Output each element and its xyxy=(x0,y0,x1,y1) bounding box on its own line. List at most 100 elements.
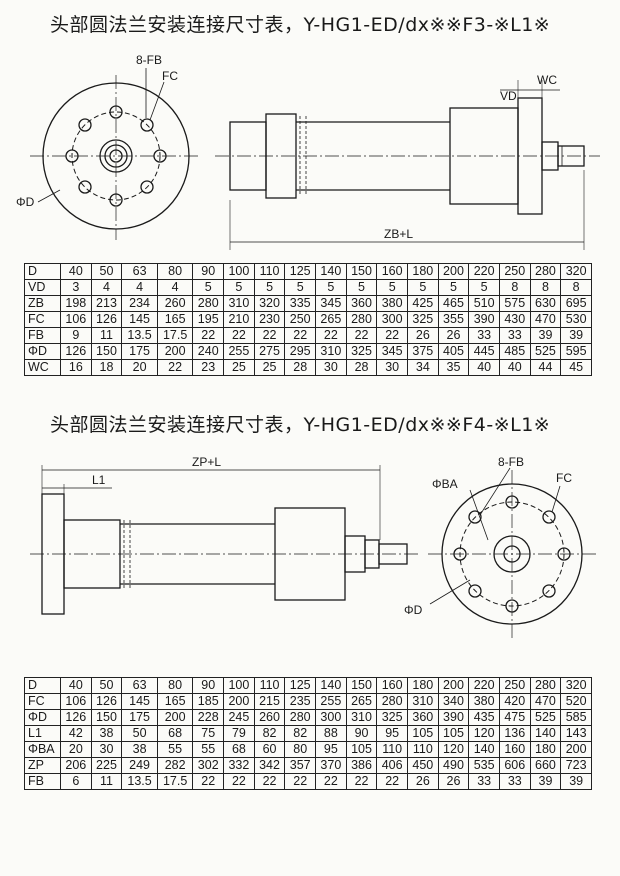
table-cell: 90 xyxy=(192,677,225,694)
table-cell: 35 xyxy=(437,359,470,376)
table-cell: 310 xyxy=(407,693,439,710)
table-cell: 325 xyxy=(345,343,378,360)
table-cell: 22 xyxy=(376,773,408,790)
table-cell: 22 xyxy=(376,327,408,344)
table-cell: 110 xyxy=(407,741,439,758)
row-header-cell: FC xyxy=(24,693,61,710)
table-cell: 210 xyxy=(223,311,255,328)
table-cell: 20 xyxy=(121,359,158,376)
table-cell: 300 xyxy=(315,709,347,726)
table-cell: 245 xyxy=(223,709,255,726)
table-cell: 6 xyxy=(60,773,92,790)
table-cell: 33 xyxy=(468,327,500,344)
table-cell: 50 xyxy=(121,725,158,742)
table-cell: 470 xyxy=(529,311,562,328)
label-8-fb: 8-FB xyxy=(498,455,524,469)
table-cell: 200 xyxy=(156,343,194,360)
table-cell: 90 xyxy=(345,725,378,742)
table-cell: 39 xyxy=(529,327,562,344)
table-cell: 105 xyxy=(345,741,378,758)
table-cell: 225 xyxy=(90,757,123,774)
table-cell: 145 xyxy=(121,311,158,328)
row-header-cell: FB xyxy=(24,773,61,790)
table-cell: 200 xyxy=(560,741,592,758)
table-cell: 180 xyxy=(407,677,439,694)
table-cell: 22 xyxy=(284,773,317,790)
table-cell: 90 xyxy=(192,263,225,280)
table-cell: 295 xyxy=(284,343,317,360)
flange-f4-drawing: ZP+L L1 ΦBA 8-FB FC ΦD xyxy=(30,455,596,640)
table-cell: 206 xyxy=(60,757,92,774)
table-cell: 68 xyxy=(156,725,194,742)
table-cell: 185 xyxy=(192,693,225,710)
table-cell: 340 xyxy=(437,693,470,710)
table-cell: 332 xyxy=(223,757,255,774)
label-phi-ba: ΦBA xyxy=(432,477,458,491)
table-cell: 30 xyxy=(376,359,408,376)
table-cell: 106 xyxy=(60,693,92,710)
table-cell: 282 xyxy=(156,757,194,774)
table-cell: 275 xyxy=(253,343,286,360)
table-cell: 405 xyxy=(437,343,470,360)
label-phi-d: ΦD xyxy=(404,603,423,617)
table-cell: 280 xyxy=(376,693,408,710)
table-cell: 255 xyxy=(223,343,255,360)
table-cell: 5 xyxy=(315,279,347,296)
table-cell: 22 xyxy=(223,773,255,790)
table-cell: 63 xyxy=(121,263,158,280)
table-cell: 406 xyxy=(376,757,408,774)
table-cell: 16 xyxy=(60,359,92,376)
table-cell: 4 xyxy=(121,279,158,296)
table-cell: 280 xyxy=(192,295,225,312)
table-cell: 44 xyxy=(529,359,562,376)
table-cell: 660 xyxy=(529,757,562,774)
table-cell: 28 xyxy=(284,359,317,376)
table-cell: 40 xyxy=(60,677,92,694)
table-cell: 160 xyxy=(498,741,531,758)
table-cell: 126 xyxy=(90,311,123,328)
row-header-cell: VD xyxy=(24,279,61,296)
table-cell: 165 xyxy=(156,693,194,710)
bolt-holes xyxy=(453,495,571,613)
table-cell: 5 xyxy=(192,279,225,296)
table-cell: 95 xyxy=(376,725,408,742)
row-header-cell: L1 xyxy=(24,725,61,742)
table-cell: 42 xyxy=(60,725,92,742)
table-cell: 125 xyxy=(284,263,317,280)
table-cell: 25 xyxy=(253,359,286,376)
table-cell: 22 xyxy=(192,327,225,344)
table-cell: 310 xyxy=(223,295,255,312)
table-cell: 160 xyxy=(376,677,408,694)
table-cell: 110 xyxy=(376,741,408,758)
table-cell: 45 xyxy=(560,359,592,376)
row-header-cell: ΦD xyxy=(24,343,61,360)
table-cell: 510 xyxy=(468,295,500,312)
table-cell: 525 xyxy=(529,709,562,726)
table-cell: 530 xyxy=(560,311,592,328)
row-header-cell: ZP xyxy=(24,757,61,774)
table-cell: 50 xyxy=(90,263,123,280)
table-cell: 320 xyxy=(560,677,592,694)
table-cell: 300 xyxy=(376,311,408,328)
table-cell: 535 xyxy=(468,757,500,774)
table-cell: 280 xyxy=(529,677,562,694)
table-cell: 180 xyxy=(407,263,439,280)
table-cell: 380 xyxy=(468,693,500,710)
table-cell: 100 xyxy=(223,677,255,694)
table-cell: 17.5 xyxy=(156,327,194,344)
table-cell: 606 xyxy=(498,757,531,774)
label-l1: L1 xyxy=(92,473,106,487)
table-cell: 250 xyxy=(498,263,531,280)
table-cell: 195 xyxy=(192,311,225,328)
label-zb-l: ZB+L xyxy=(384,227,413,241)
table-cell: 200 xyxy=(437,677,470,694)
row-header-cell: D xyxy=(24,263,61,280)
table-cell: 342 xyxy=(253,757,286,774)
